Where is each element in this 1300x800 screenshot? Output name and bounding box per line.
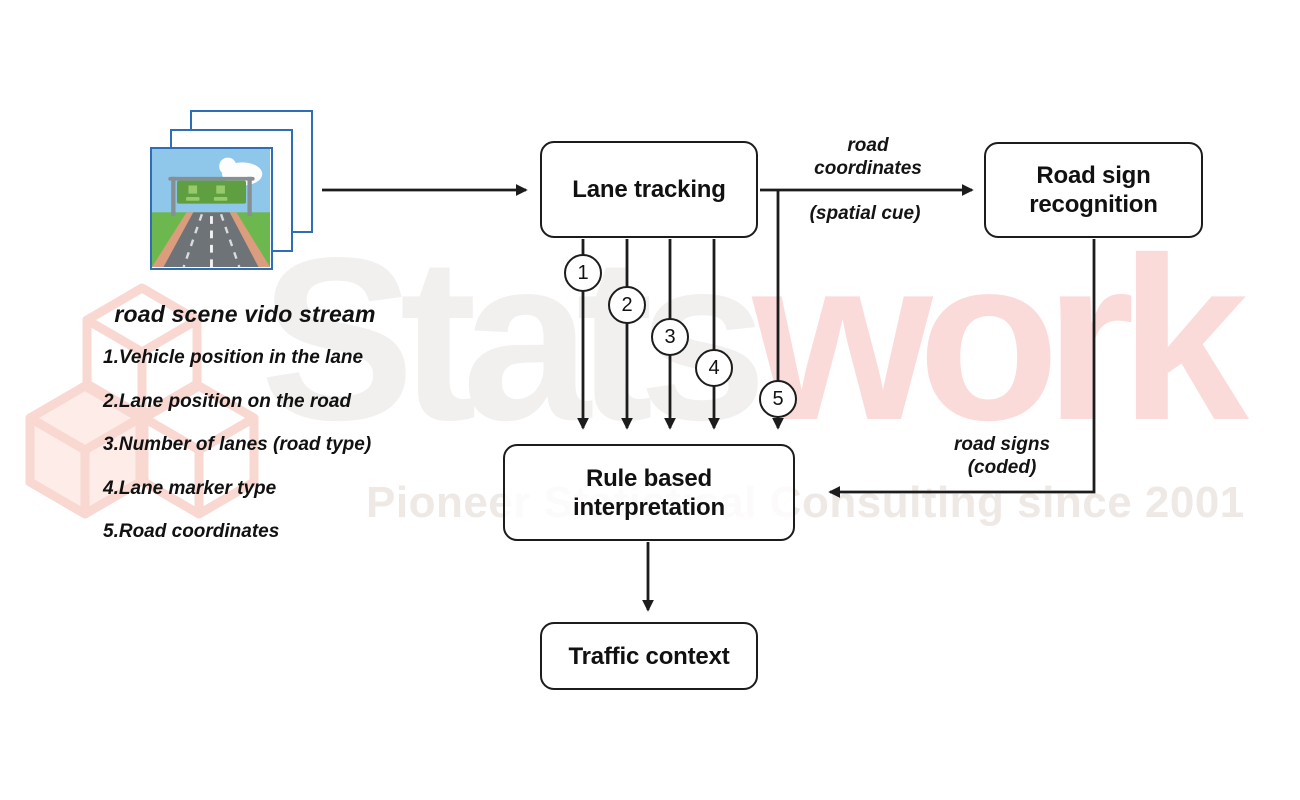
road-scene-thumbnail: [150, 147, 273, 270]
edge-label-road-signs-coded: road signs (coded): [902, 433, 1102, 479]
edge-label-line: road signs: [953, 434, 1051, 455]
edge-label-road-coordinates: road coordinates: [768, 134, 968, 180]
road-scene-icon: [152, 149, 270, 267]
badge-3: 3: [651, 318, 689, 356]
badge-2: 2: [608, 286, 646, 324]
node-label: Traffic context: [568, 642, 730, 670]
edge-label-line: road: [847, 135, 889, 156]
edge-label-line: (coded): [967, 457, 1037, 478]
statswork-logo-icon: [0, 268, 302, 555]
node-label: Road sign recognition: [1029, 162, 1158, 218]
list-item: 1.Vehicle position in the lane: [103, 347, 364, 368]
list-item: 2.Lane position on the road: [103, 390, 352, 412]
node-lane-tracking: Lane tracking: [540, 141, 758, 238]
edge-label-line: (spatial cue): [809, 203, 921, 224]
list-item: 5.Road coordinates: [103, 521, 280, 542]
source-caption: road scene vido stream: [114, 301, 376, 327]
node-road-sign-recognition: Road sign recognition: [984, 142, 1203, 238]
node-traffic-context: Traffic context: [540, 622, 758, 690]
list-item: 4.Lane marker type: [103, 477, 277, 499]
node-rule-based-interpretation: Rule based interpretation: [503, 444, 795, 541]
edge-roadsign-to-rule: [828, 239, 1096, 498]
badge-4: 4: [695, 349, 733, 387]
edge-label-spatial-cue: (spatial cue): [765, 202, 965, 225]
badge-5: 5: [759, 380, 797, 418]
list-item: 3.Number of lanes (road type): [103, 434, 372, 455]
watermark-brand-pink: work: [752, 210, 1248, 469]
badge-1: 1: [564, 254, 602, 292]
edge-label-line: coordinates: [814, 158, 922, 179]
node-label: Lane tracking: [572, 176, 726, 203]
node-label: Rule based interpretation: [573, 464, 725, 521]
output-list: 1.Vehicle position in the lane 2.Lane po…: [103, 347, 371, 565]
